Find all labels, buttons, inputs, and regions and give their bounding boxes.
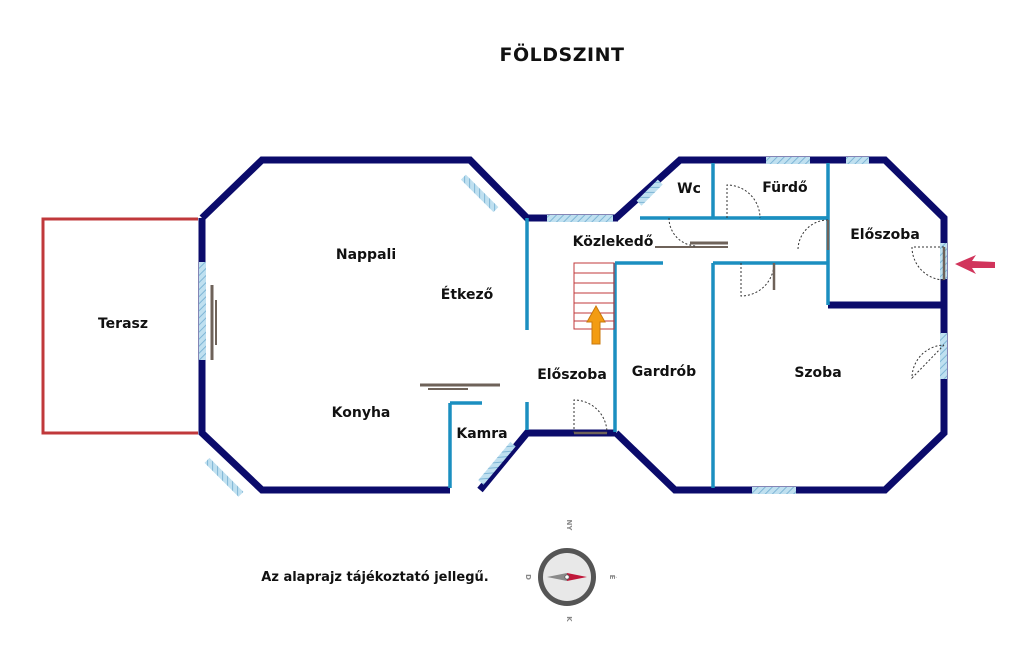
- disclaimer-note: Az alaprajz tájékoztató jellegű.: [261, 570, 488, 585]
- room-etkezo: Étkező: [441, 286, 494, 303]
- room-gardrob: Gardrób: [632, 364, 696, 380]
- stairs: [573, 262, 615, 330]
- window-east: [940, 333, 947, 379]
- window-south: [752, 487, 796, 494]
- room-furdo: Fürdő: [762, 180, 808, 196]
- window-bath: [766, 157, 810, 164]
- terrace-outline: [41, 217, 198, 435]
- room-kamra: Kamra: [456, 426, 507, 442]
- room-nappali: Nappali: [336, 247, 396, 263]
- room-konyha: Konyha: [332, 405, 391, 421]
- entrance-arrow-icon: [955, 255, 995, 274]
- windows: [199, 157, 947, 497]
- door-leaves: [574, 220, 946, 435]
- compass-west: D: [524, 574, 532, 580]
- room-terasz: Terasz: [98, 316, 148, 332]
- window-wc: [636, 179, 663, 206]
- window-north-diag: [460, 174, 499, 213]
- window-north-right: [846, 157, 869, 164]
- window-hall-north: [547, 215, 613, 222]
- compass-north: NY: [565, 520, 573, 532]
- stairs-up-arrow-icon: [586, 304, 606, 345]
- compass-east: É: [608, 575, 617, 580]
- window-kitchen: [204, 457, 244, 497]
- compass-south: K: [565, 616, 573, 622]
- window-pantry: [478, 441, 516, 485]
- room-wc: Wc: [677, 181, 701, 197]
- room-eloszoba-left: Előszoba: [537, 367, 607, 383]
- compass-icon: NY É K D: [524, 520, 617, 623]
- outer-walls: [198, 156, 948, 494]
- inner-walls: [448, 163, 830, 488]
- sliding-doors: [210, 241, 728, 390]
- plan-title: FÖLDSZINT: [500, 42, 625, 66]
- window-west: [199, 262, 206, 360]
- room-szoba: Szoba: [794, 365, 841, 381]
- swing-doors: [573, 184, 945, 434]
- room-kozlekedo: Közlekedő: [573, 234, 654, 250]
- room-eloszoba-right: Előszoba: [850, 227, 920, 243]
